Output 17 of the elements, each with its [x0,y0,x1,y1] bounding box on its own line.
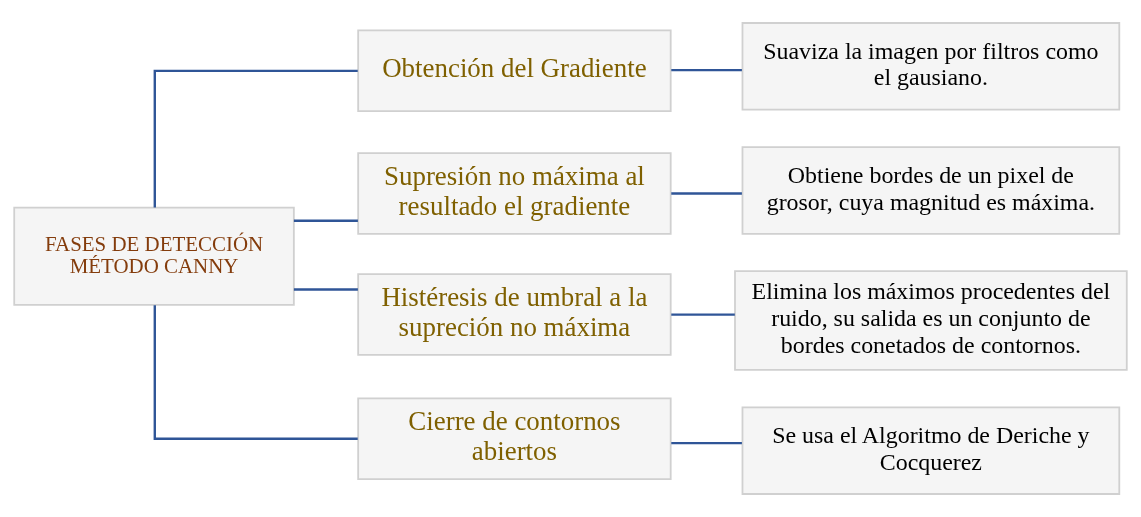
connector [671,442,742,445]
connector [293,219,358,222]
node-box: Obtención del Gradiente [357,29,672,113]
node-box: FASES DE DETECCIÓN MÉTODO CANNY [13,206,295,306]
connector [153,305,358,440]
node-box: Elimina los máximos procedentes del ruido, su salida es un conjunto de bordes conetados de contornos. [734,270,1128,371]
node-box: Suaviza la imagen por filtros como el gausiano. [741,22,1121,111]
node-box: Obtiene bordes de un pixel de grosor, cuya magnitud es máxima. [741,146,1121,235]
connector [671,313,735,316]
node-box: Se usa el Algoritmo de Deriche y Cocquerez [741,406,1121,495]
connector [153,69,358,208]
connector [671,68,742,72]
connector [293,288,358,291]
node-box: Histéresis de umbral a la supreción no máxima [357,273,672,356]
node-box: Cierre de contornos abiertos [357,397,672,480]
node-box: Supresión no máxima al resultado el gradiente [357,152,672,235]
connector [671,192,742,195]
